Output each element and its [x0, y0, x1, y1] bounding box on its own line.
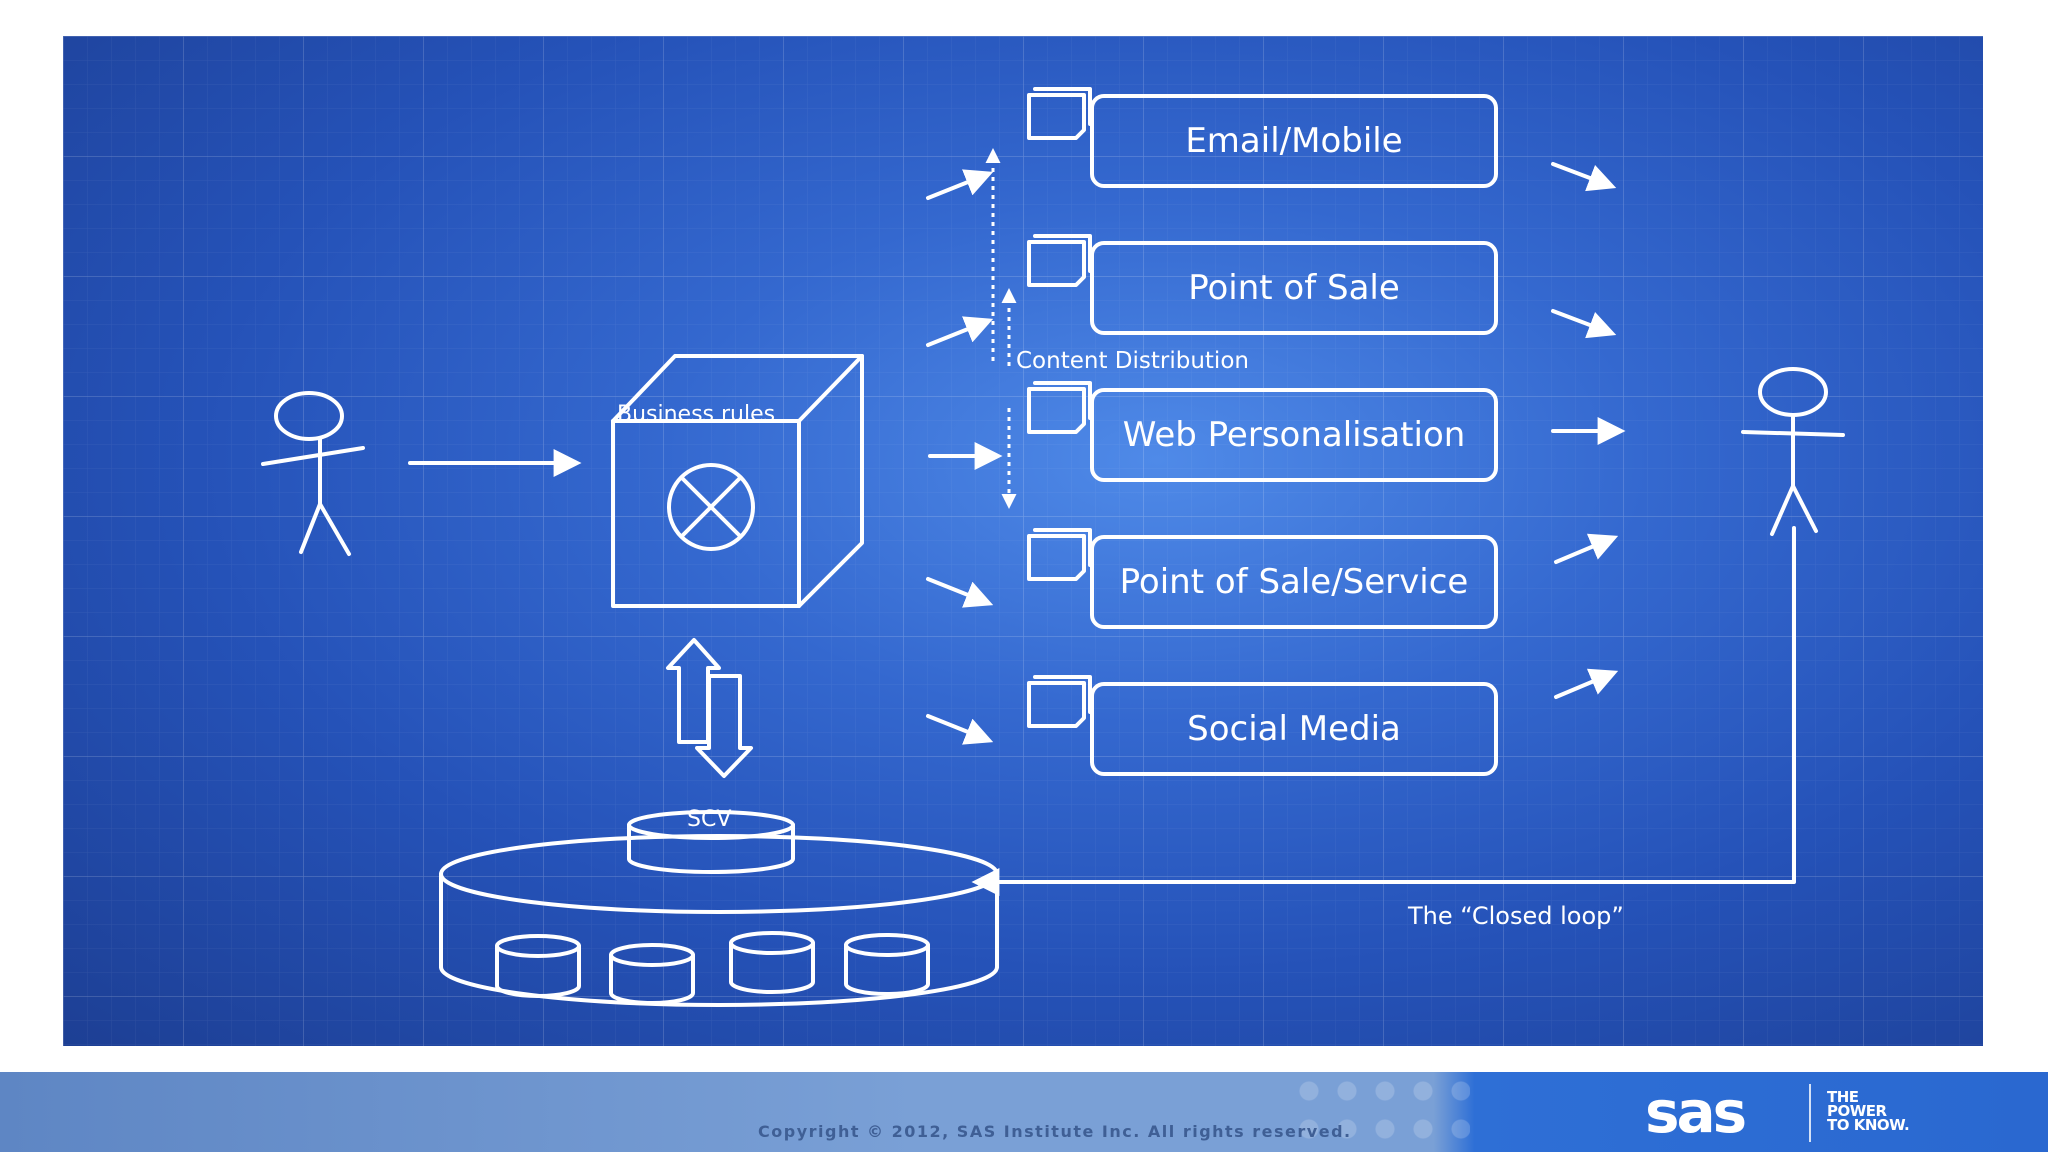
tagline-line: THE [1827, 1088, 1859, 1106]
channel-label-point-of-sale-service: Point of Sale/Service [1119, 562, 1469, 602]
grid-major [63, 36, 1983, 1046]
footer-dot-pattern [1290, 1072, 1470, 1152]
content-distribution-arrows [985, 148, 1017, 509]
blueprint-slide: Business rules SCV Content Distribution … [63, 36, 1983, 1046]
copyright-text: Copyright © 2012, SAS Institute Inc. All… [758, 1122, 1352, 1141]
fan-in-arrows [1551, 162, 1626, 699]
channel-label-social-media: Social Media [1187, 709, 1401, 749]
channel-label-point-of-sale: Point of Sale [1188, 268, 1400, 308]
channel-boxes [1090, 94, 1498, 776]
database-cylinder [495, 934, 581, 998]
database-cylinder [609, 943, 695, 1005]
sas-logo: sas [1645, 1082, 1747, 1142]
database-cylinder [844, 933, 930, 996]
content-distribution-label: Content Distribution [1016, 348, 1249, 374]
responder-stick-figure [1741, 367, 1845, 536]
scv-label: SCV [687, 807, 732, 832]
database-cylinder [729, 931, 815, 994]
channel-label-email-mobile: Email/Mobile [1185, 121, 1403, 161]
closed-loop-path [971, 526, 1796, 896]
fan-out-arrows [926, 169, 1003, 745]
tagline: THE POWER TO KNOW. [1827, 1088, 1910, 1134]
business-rules-cube [611, 354, 864, 608]
footer-bar: Copyright © 2012, SAS Institute Inc. All… [0, 1072, 2048, 1152]
logo-divider [1809, 1084, 1811, 1142]
scv-data-store [439, 810, 999, 1007]
tagline-line: TO KNOW. [1827, 1116, 1910, 1134]
diagram-canvas [63, 36, 1983, 1046]
sync-double-arrow [666, 638, 753, 778]
channel-label-web-personalisation: Web Personalisation [1122, 415, 1466, 455]
business-rules-label: Business rules [617, 402, 776, 427]
sas-logo-text: sas [1645, 1078, 1747, 1146]
tagline-line: POWER [1827, 1102, 1887, 1120]
customer-stick-figure [261, 391, 365, 556]
closed-loop-label: The “Closed loop” [1408, 902, 1624, 930]
